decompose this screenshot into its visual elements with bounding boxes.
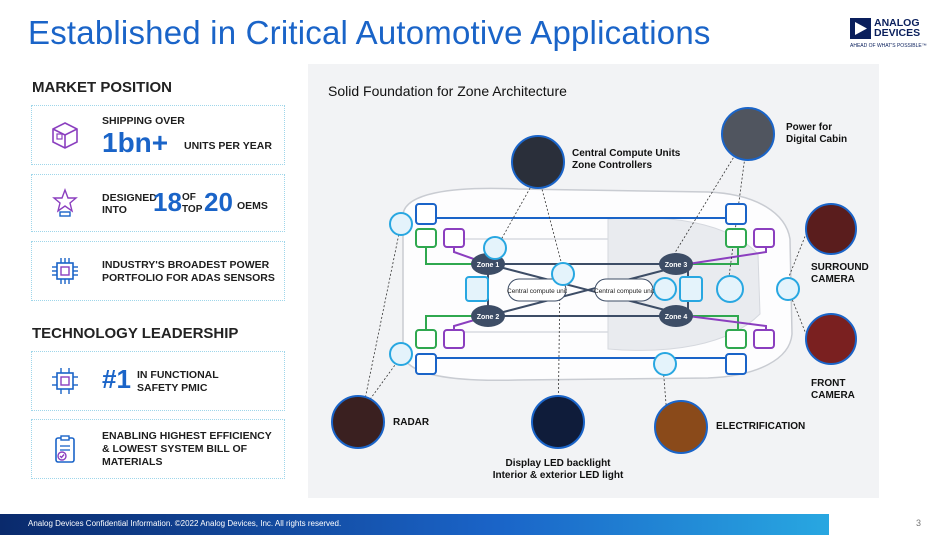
- logo-line1: ANALOG: [874, 17, 920, 29]
- logo-tagline: AHEAD OF WHAT'S POSSIBLE™: [850, 43, 927, 49]
- top-oems-count: 20: [204, 187, 233, 217]
- electrification-label: ELECTRIFICATION: [716, 421, 806, 432]
- pmic-card: #1 IN FUNCTIONAL SAFETY PMIC: [31, 351, 285, 411]
- zone-architecture-panel: Solid Foundation for Zone Architecture: [308, 64, 879, 498]
- signal-nodes: [389, 212, 800, 376]
- designed-line2: INTO: [102, 204, 127, 216]
- page-number: 3: [916, 518, 922, 528]
- chip-icon: [50, 256, 80, 286]
- analog-devices-logo: ANALOG DEVICES AHEAD OF WHAT'S POSSIBLE™: [850, 18, 940, 52]
- box-icon: [50, 120, 80, 150]
- zone-3-label: Zone 3: [665, 262, 688, 269]
- zone-4-label: Zone 4: [665, 314, 688, 321]
- designed-line1: DESIGNED: [102, 192, 157, 204]
- surround-camera-label: SURROUND CAMERA: [811, 262, 869, 285]
- efficiency-line3: MATERIALS: [102, 456, 163, 468]
- radar-label: RADAR: [393, 417, 430, 428]
- market-position-heading: MARKET POSITION: [32, 79, 173, 96]
- of-text: OF: [182, 192, 196, 203]
- chip-icon: [50, 366, 80, 396]
- portfolio-card: INDUSTRY'S BROADEST POWER PORTFOLIO FOR …: [31, 241, 285, 301]
- zone-1-label: Zone 1: [477, 262, 500, 269]
- designed-card: DESIGNED INTO 18 OF TOP 20 OEMS: [31, 174, 285, 232]
- logo-line2: DEVICES: [874, 27, 921, 39]
- units-per-year-text: UNITS PER YEAR: [184, 140, 272, 152]
- efficiency-card: ENABLING HIGHEST EFFICIENCY & LOWEST SYS…: [31, 419, 285, 479]
- central-compute-unit-label: Central compute unit: [594, 288, 654, 295]
- car-diagram: Zone 1 Zone 2 Zone 3 Zone 4 Central comp…: [331, 107, 857, 454]
- top-text: TOP: [182, 204, 203, 215]
- sensor-modules: [415, 203, 775, 375]
- portfolio-line2: PORTFOLIO FOR ADAS SENSORS: [102, 272, 275, 284]
- shipping-over-text: SHIPPING OVER: [102, 115, 185, 127]
- efficiency-line2: & LOWEST SYSTEM BILL OF: [102, 443, 248, 455]
- shipping-card: SHIPPING OVER 1bn+ UNITS PER YEAR: [31, 105, 285, 165]
- technology-leadership-heading: TECHNOLOGY LEADERSHIP: [32, 325, 239, 342]
- shipping-value: 1bn+: [102, 127, 169, 158]
- slide-title: Established in Critical Automotive Appli…: [28, 14, 711, 51]
- front-camera-label: FRONT CAMERA: [811, 378, 855, 401]
- display-led-label: Display LED backlight Interior & exterio…: [492, 458, 624, 481]
- star-trophy-icon: [50, 188, 80, 218]
- component-photos: [331, 107, 857, 454]
- footer-text: Analog Devices Confidential Information.…: [28, 519, 342, 528]
- footer-bar: Analog Devices Confidential Information.…: [0, 514, 829, 535]
- clipboard-check-icon: [50, 434, 80, 464]
- power-cabin-label: Power for Digital Cabin: [786, 122, 848, 145]
- central-compute-unit-label: Central compute unit: [507, 288, 567, 295]
- portfolio-line1: INDUSTRY'S BROADEST POWER: [102, 259, 270, 271]
- efficiency-line1: ENABLING HIGHEST EFFICIENCY: [102, 430, 272, 442]
- diagram-title: Solid Foundation for Zone Architecture: [328, 83, 567, 99]
- pmic-line1: IN FUNCTIONAL: [137, 369, 219, 381]
- central-compute-label: Central Compute Units Zone Controllers: [572, 148, 681, 171]
- zone-2-label: Zone 2: [477, 314, 500, 321]
- pmic-line2: SAFETY PMIC: [137, 382, 208, 394]
- oems-text: OEMS: [237, 200, 268, 212]
- pmic-rank: #1: [102, 364, 131, 394]
- oems-count: 18: [153, 187, 182, 217]
- logo-triangle-icon: [850, 18, 871, 39]
